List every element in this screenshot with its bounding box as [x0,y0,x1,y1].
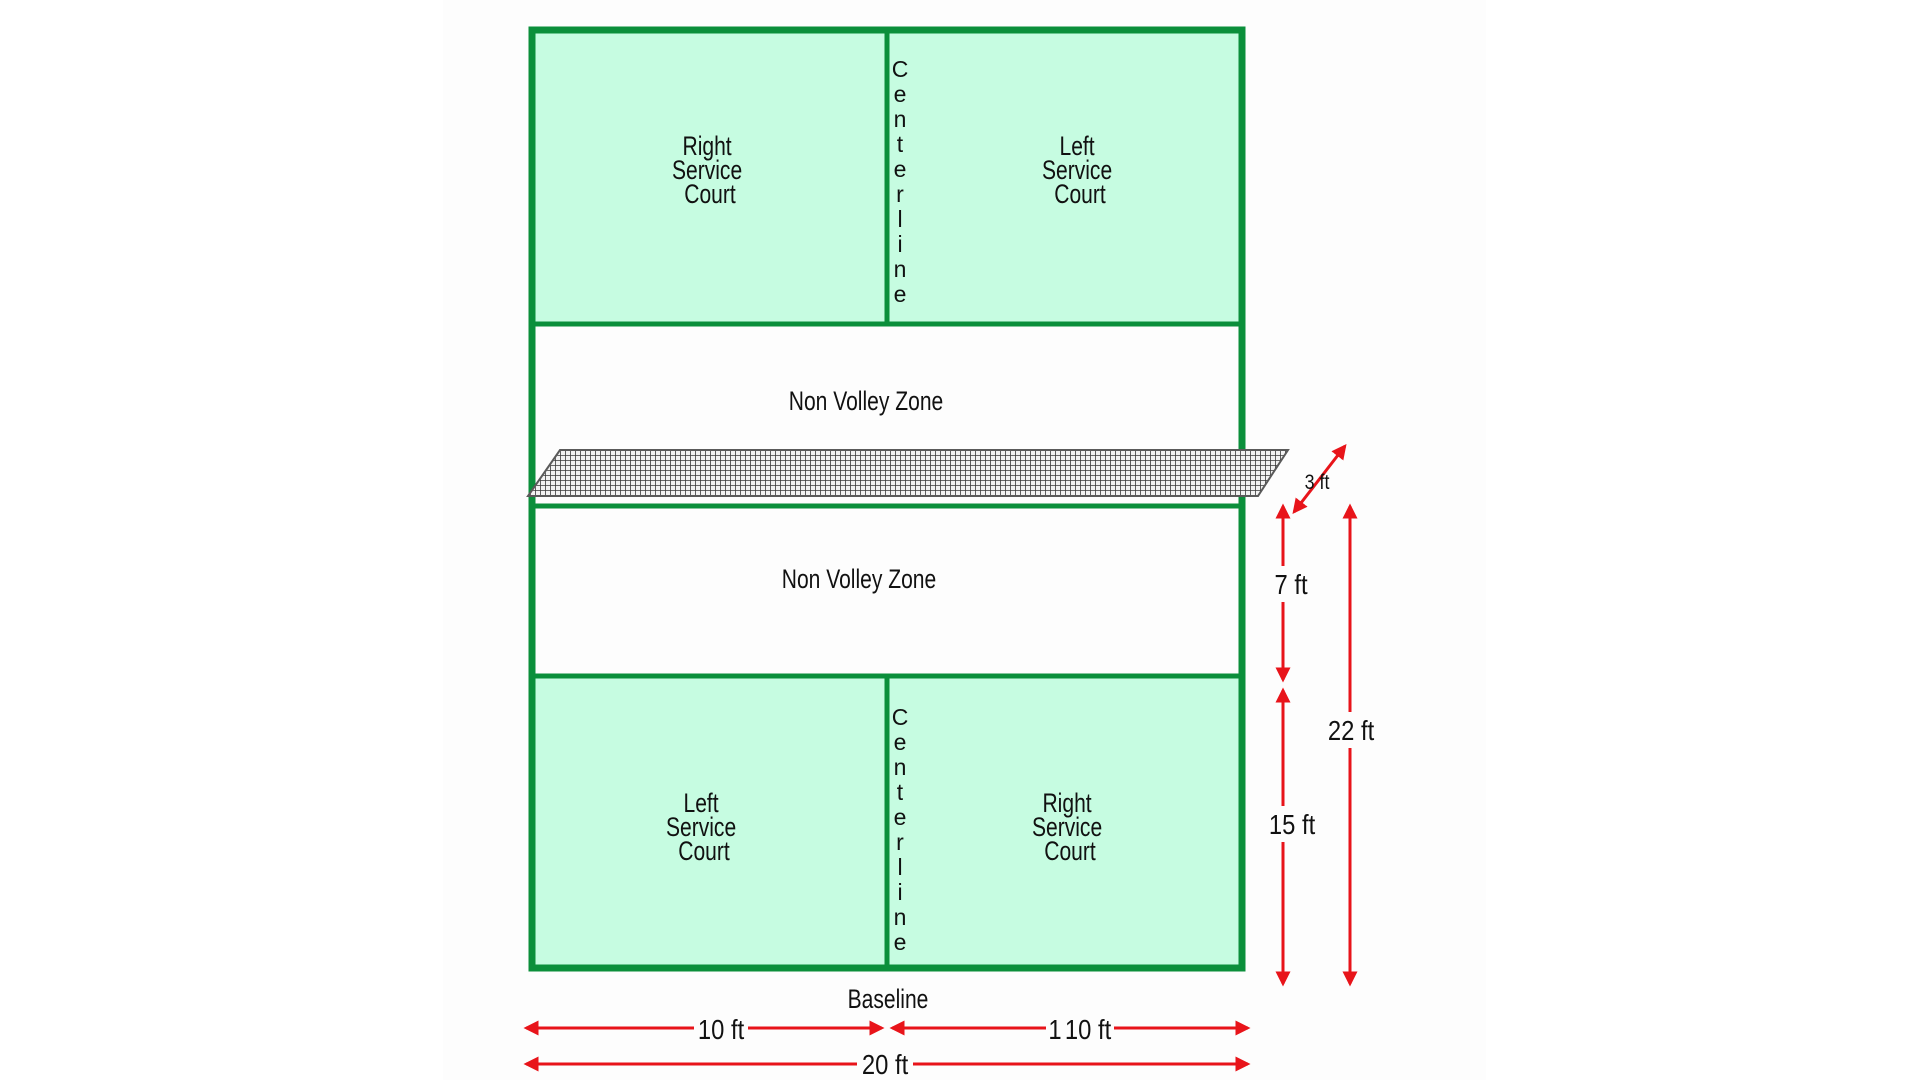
non-volley-zone-label-top: Non Volley Zone [789,387,943,417]
non-volley-zone-label-bottom: Non Volley Zone [782,565,936,595]
half-width-left-label: 10 ft [698,1013,745,1045]
centerline-bottom-letter: i [897,879,902,905]
left-service-court-label-top: Left Service Court [1042,132,1118,210]
centerline-bottom-letter: e [894,929,907,955]
bg-15ft [1262,806,1306,842]
service-court-top-left-fill [887,30,1242,324]
centerline-top-letter: n [894,256,907,282]
stray-mark: 1 [1048,1013,1061,1045]
net-offset-arrow [1292,444,1347,514]
centerline-bottom-letter: n [894,754,907,780]
centerline-top-letter: C [892,56,909,82]
centerline-bottom-letter: l [897,854,902,880]
centerline-bottom-letter: e [894,804,907,830]
full-width-label: 20 ft [862,1048,909,1080]
nvz-depth-label: 7 ft [1275,568,1309,600]
centerline-bottom-letter: e [894,729,907,755]
service-depth-label: 15 ft [1269,808,1316,840]
half-width-right-label: 10 ft [1065,1013,1112,1045]
bg-22ft [1325,712,1375,748]
half-court-length-label: 22 ft [1328,714,1375,746]
centerline-top-letter: n [894,106,907,132]
bg-7ft [1266,566,1302,602]
service-court-bottom-right-fill [887,676,1242,968]
centerline-top-letter: i [897,231,902,257]
centerline-top-letter: e [894,156,907,182]
centerline-top-letter: e [894,81,907,107]
centerline-bottom-letter: C [892,704,909,730]
bg-10ft-left [694,1014,748,1044]
centerline-bottom-letter: n [894,904,907,930]
net [526,449,1290,497]
centerline-bottom-letter: r [896,829,904,855]
left-service-court-label-bottom: Left Service Court [666,789,742,867]
right-service-court-label-top: Right Service Court [672,132,748,210]
centerline-top-letter: l [897,206,902,232]
centerline-top-letter: t [897,131,904,157]
right-service-court-label-bottom: Right Service Court [1032,789,1108,867]
centerline-top-letter: r [896,181,904,207]
net-offset-label: 3 ft [1305,471,1330,495]
bg-10ft-right [1046,1014,1114,1044]
centerline-top-letter: e [894,281,907,307]
baseline-label: Baseline [848,985,929,1015]
service-court-bottom-left-fill [532,676,887,968]
service-court-top-right-fill [532,30,887,324]
bg-20ft [857,1050,913,1080]
centerline-bottom-letter: t [897,779,904,805]
